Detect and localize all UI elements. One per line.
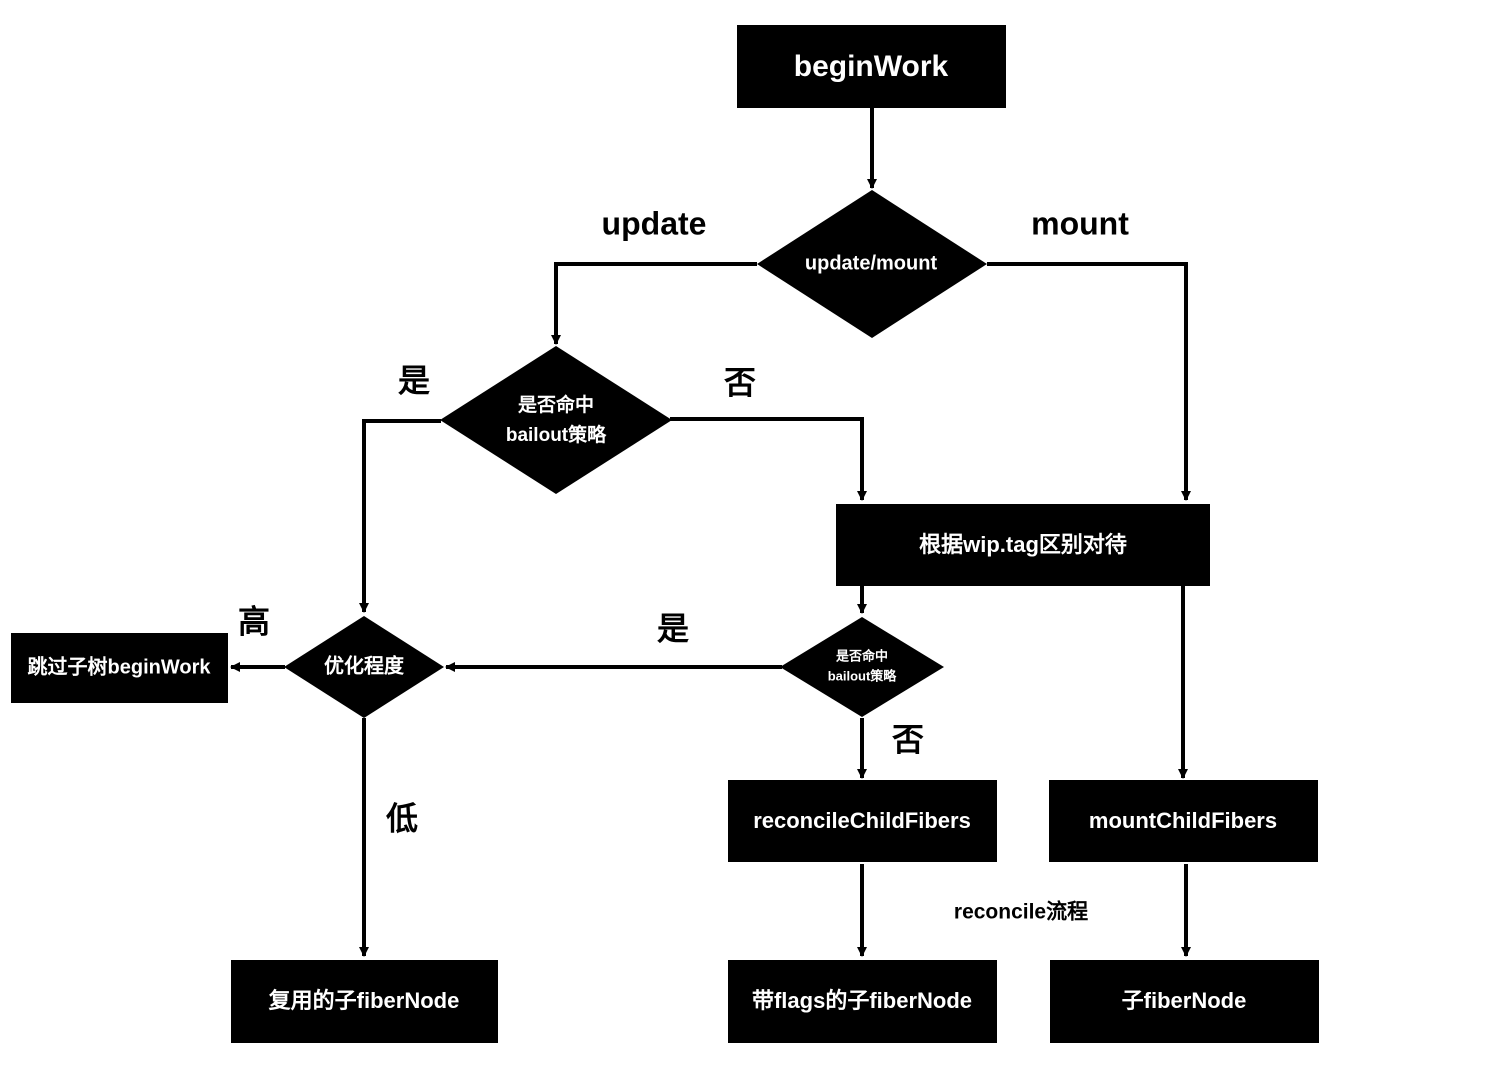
node-bailout-2-line-1: 是否命中 (835, 648, 888, 663)
edge-label-update: update (602, 205, 707, 241)
node-reconcile-child-fibers-label: reconcileChildFibers (753, 808, 971, 833)
node-skip-subtree-label: 跳过子树beginWork (28, 654, 212, 678)
node-mount-child-fibers: mountChildFibers (1049, 780, 1318, 862)
node-bailout-decision-1: 是否命中 bailout策略 (440, 346, 672, 494)
edge-bailout1-no (670, 417, 867, 501)
edge-label-no-1: 否 (724, 364, 756, 400)
node-optimization-decision: 优化程度 (284, 616, 444, 718)
edge-mount-branch (987, 262, 1191, 501)
node-optimization-label: 优化程度 (324, 653, 405, 677)
edge-label-reconcile-process: reconcile流程 (954, 900, 1088, 924)
edge-label-no-2: 否 (892, 721, 924, 757)
node-begin-work-label: beginWork (794, 50, 949, 83)
node-tag-switch: 根据wip.tag区别对待 (836, 504, 1210, 586)
node-child-fiber-label: 子fiberNode (1122, 988, 1247, 1013)
node-flagged-child-fiber: 带flags的子fiberNode (728, 960, 997, 1043)
node-reused-child-fiber-label: 复用的子fiberNode (268, 988, 460, 1013)
node-bailout-1-line-2: bailout策略 (506, 423, 607, 446)
edge-label-high: 高 (238, 603, 270, 639)
edge-update-branch (551, 262, 757, 345)
edge-label-yes-2: 是 (657, 610, 689, 646)
node-bailout-1-line-1: 是否命中 (518, 393, 594, 416)
edge-label-mount: mount (1031, 205, 1129, 241)
edge-label-low: 低 (386, 800, 418, 836)
node-reconcile-child-fibers: reconcileChildFibers (728, 780, 997, 862)
node-flagged-child-fiber-label: 带flags的子fiberNode (752, 988, 972, 1013)
node-bailout-decision-2: 是否命中 bailout策略 (780, 617, 944, 717)
node-update-mount-decision: update/mount (757, 190, 987, 338)
node-reused-child-fiber: 复用的子fiberNode (231, 960, 498, 1043)
node-bailout-2-line-2: bailout策略 (828, 668, 898, 683)
node-skip-subtree: 跳过子树beginWork (11, 633, 228, 703)
edge-labels: update mount 是 否 高 是 否 低 reconcile流程 (238, 205, 1129, 923)
node-tag-switch-label: 根据wip.tag区别对待 (919, 532, 1127, 557)
edge-label-yes-1: 是 (398, 362, 430, 398)
node-begin-work: beginWork (737, 25, 1006, 108)
node-child-fiber: 子fiberNode (1050, 960, 1319, 1043)
node-mount-child-fibers-label: mountChildFibers (1089, 808, 1277, 833)
edge-bailout1-yes (359, 419, 441, 613)
node-update-mount-label: update/mount (805, 252, 938, 274)
nodes: beginWork update/mount 是否命中 bailout策略 根据… (11, 25, 1319, 1043)
edges (230, 108, 1191, 957)
